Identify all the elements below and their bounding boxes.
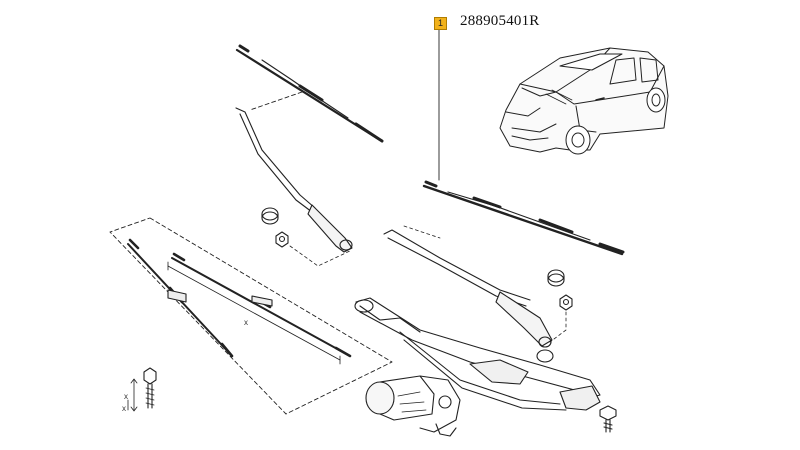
blade-length-label: x bbox=[244, 318, 248, 327]
bolt-right bbox=[599, 405, 617, 433]
inset-bolt bbox=[127, 367, 157, 412]
wiper-linkage bbox=[354, 297, 601, 411]
callout-index-badge: 1 bbox=[434, 17, 447, 30]
bolt-pitch-label: x bbox=[122, 404, 126, 413]
inset-blade-lower bbox=[127, 238, 234, 358]
nut-cap-left bbox=[261, 207, 353, 267]
part-number-label: 288905401R bbox=[460, 13, 540, 29]
hatchback-car-icon bbox=[499, 47, 669, 155]
wiper-arm-right bbox=[383, 225, 553, 348]
inset-frame bbox=[109, 217, 393, 415]
leader-line-left-blade bbox=[249, 91, 303, 111]
nut-cap-right bbox=[547, 269, 573, 343]
wiper-blade-right bbox=[422, 180, 625, 256]
wiper-arm-left bbox=[235, 107, 353, 253]
wiper-motor-icon bbox=[365, 375, 461, 437]
wiper-blade-left bbox=[235, 44, 384, 143]
bolt-height-label: x bbox=[124, 392, 128, 401]
inset-blade-upper bbox=[167, 252, 352, 365]
